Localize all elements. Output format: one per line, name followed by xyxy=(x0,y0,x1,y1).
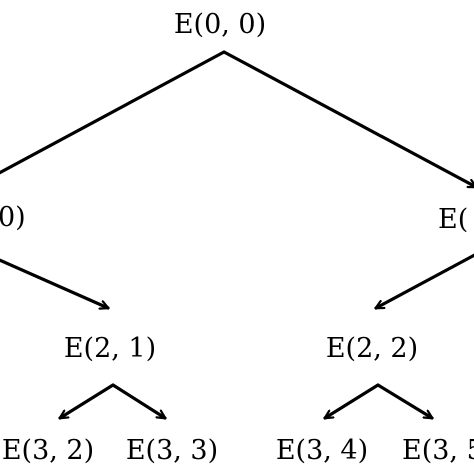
node-e34: E(3, 4) xyxy=(276,435,368,466)
edge-e22-e34 xyxy=(323,383,380,420)
edges xyxy=(0,50,474,420)
node-e00: E(0, 0) xyxy=(174,9,266,40)
edge-e00-e11 xyxy=(222,50,474,187)
node-e32: E(3, 2) xyxy=(2,435,94,466)
edge-e11-e22 xyxy=(374,253,474,310)
edge-e21-e32 xyxy=(58,383,115,420)
node-e35: E(3, 5 xyxy=(402,435,474,466)
node-e11: E( xyxy=(438,204,468,235)
node-e33: E(3, 3) xyxy=(126,435,218,466)
edge-e22-e35 xyxy=(376,383,434,420)
nodes: E(0, 0) 0) E( E(2, 1) E(2, 2) E(3, 2) E(… xyxy=(0,9,474,466)
node-e10: 0) xyxy=(0,202,26,233)
edge-e10-e21 xyxy=(0,258,110,308)
node-e21: E(2, 1) xyxy=(64,333,156,364)
node-e22: E(2, 2) xyxy=(326,333,418,364)
edge-e00-e10 xyxy=(0,50,226,175)
edge-e21-e33 xyxy=(111,383,167,420)
